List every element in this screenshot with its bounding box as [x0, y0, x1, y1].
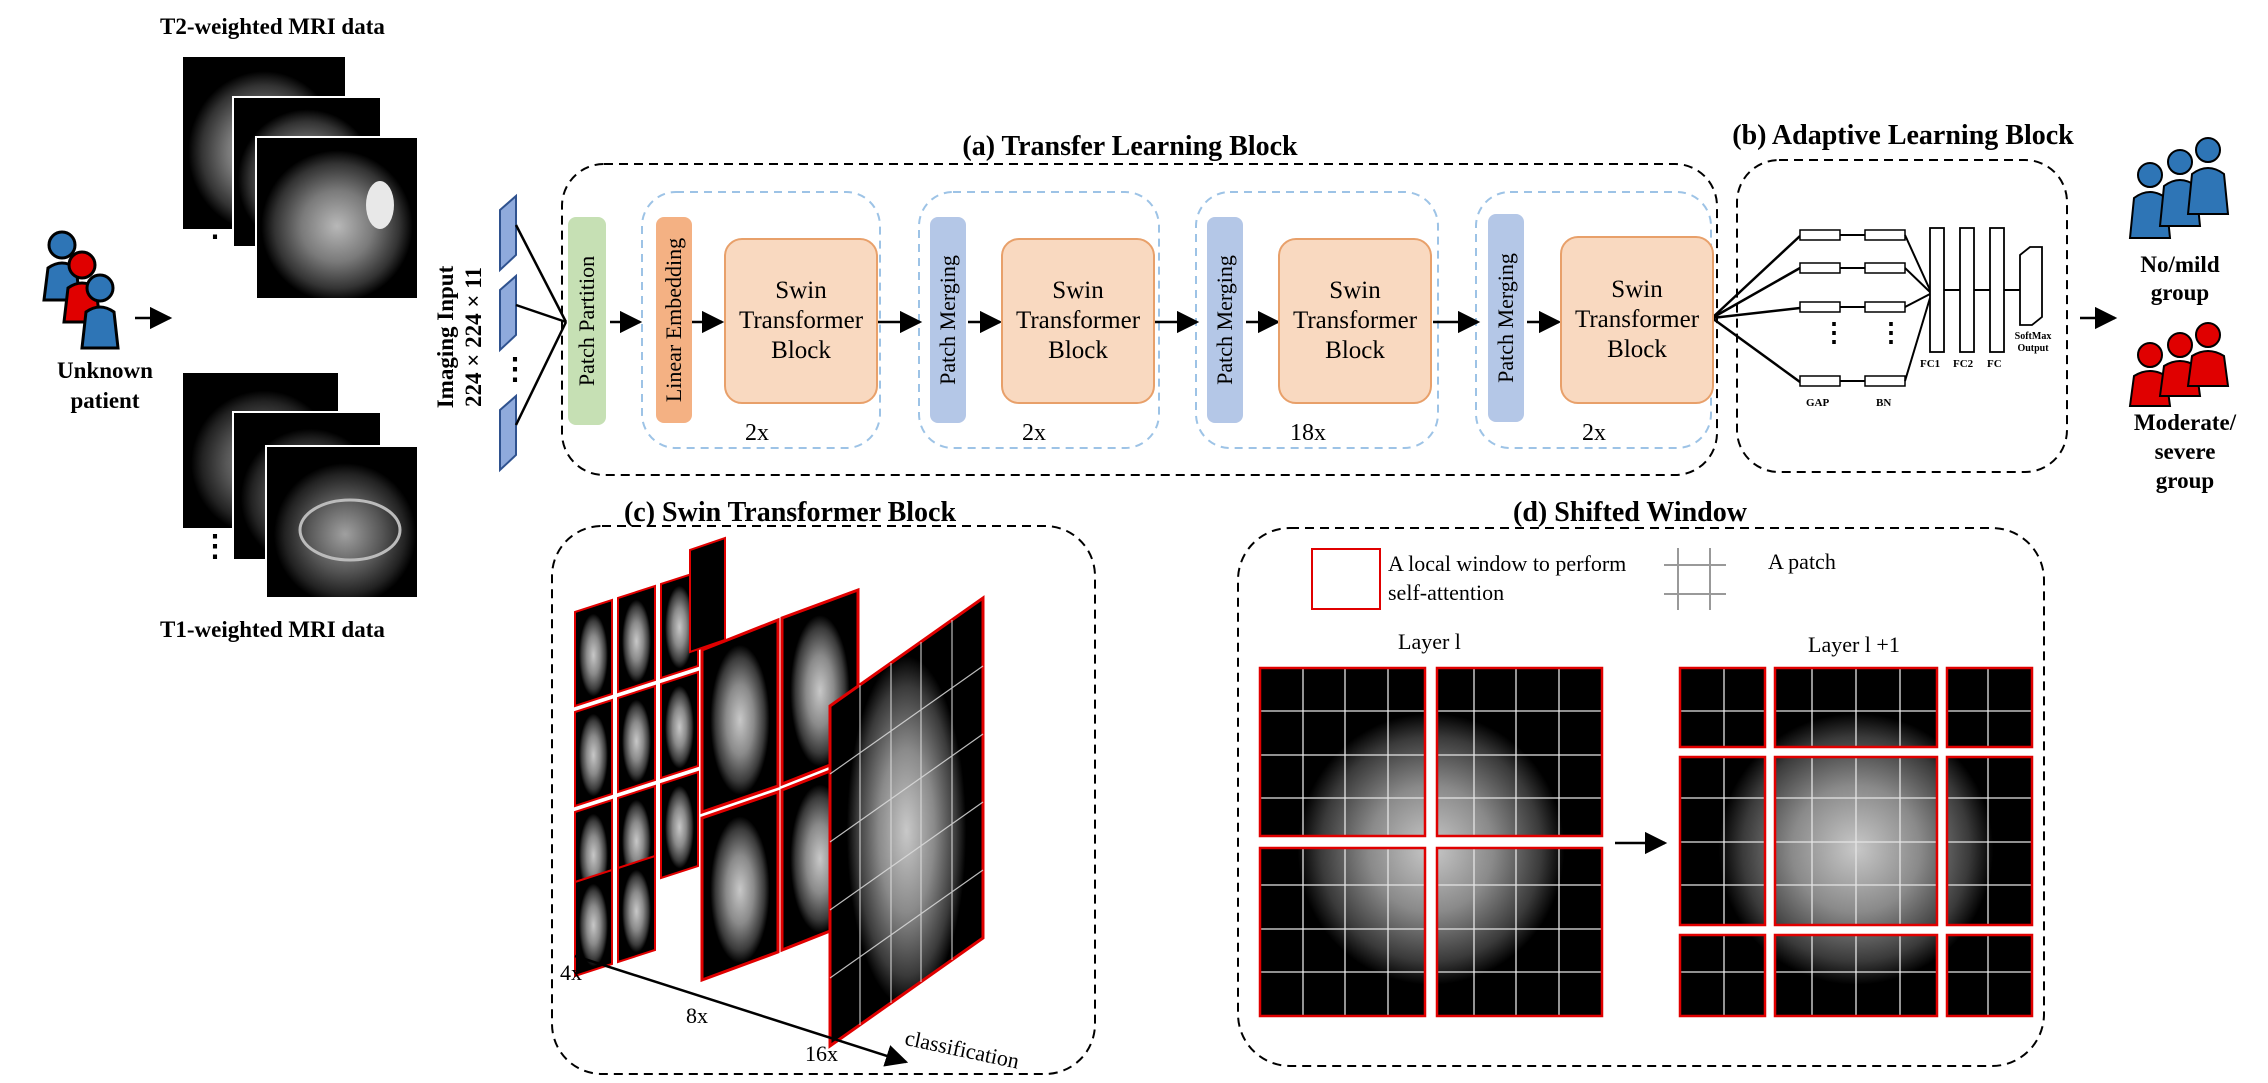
swin-3-l1: Swin — [1293, 276, 1417, 306]
layer-l-grid — [1260, 668, 1602, 1016]
patch-merging-box-2: Patch Merging — [1207, 217, 1243, 423]
layer-l1-label: Layer l +1 — [1808, 632, 1900, 657]
no-mild-label-1: No/mild — [2120, 252, 2240, 278]
patient-label-1: Unknown — [45, 358, 165, 384]
input-slices — [500, 196, 516, 470]
patch-merging-label-3: Patch Merging — [1493, 253, 1519, 383]
adaptive-block-title: (b) Adaptive Learning Block — [1703, 120, 2103, 152]
softmax-label: SoftMax Output — [2008, 331, 2058, 355]
adaptive-block-frame — [1737, 160, 2067, 472]
bn-label: BN — [1876, 397, 1891, 410]
swin-2-l1: Swin — [1016, 276, 1140, 306]
gap-label: GAP — [1806, 397, 1829, 410]
gap-dots: ⋮ — [1821, 318, 1847, 348]
patch-merging-label-2: Patch Merging — [1212, 255, 1238, 385]
imaging-input-line2: 224 × 224 × 11 — [460, 192, 488, 482]
swin-1-l3: Block — [739, 336, 863, 366]
swin-3-l2: Transformer — [1293, 306, 1417, 336]
legend-window-line2: self-attention — [1388, 578, 1626, 607]
fc-label: FC — [1987, 358, 2002, 371]
swin-block-title: (c) Swin Transformer Block — [560, 497, 1020, 529]
swin-1-l1: Swin — [739, 276, 863, 306]
t1-dots: ⋮ — [200, 530, 230, 565]
repeat-stage-2: 2x — [1022, 420, 1046, 448]
repeat-stage-1: 2x — [745, 420, 769, 448]
swin-4-l3: Block — [1575, 335, 1699, 365]
legend-patch-swatch — [1664, 548, 1726, 610]
t1-label: T1-weighted MRI data — [160, 617, 385, 643]
repeat-stage-3: 18x — [1290, 420, 1326, 448]
swin-4-l1: Swin — [1575, 275, 1699, 305]
patch-partition-box: Patch Partition — [568, 217, 606, 425]
scale-4x: 4x — [560, 960, 582, 985]
layer-l1-grid — [1680, 668, 2032, 1016]
swin-3-l3: Block — [1293, 336, 1417, 366]
scale-8x: 8x — [686, 1003, 708, 1028]
repeat-stage-4: 2x — [1582, 420, 1606, 448]
swin-2-l3: Block — [1016, 336, 1140, 366]
adaptive-fan — [1712, 236, 1800, 382]
legend-window-line1: A local window to perform — [1388, 549, 1626, 578]
linear-embedding-label: Linear Embedding — [661, 238, 687, 402]
swin-2-l2: Transformer — [1016, 306, 1140, 336]
transfer-block-title: (a) Transfer Learning Block — [900, 131, 1360, 163]
imaging-input-label: Imaging Input 224 × 224 × 11 — [432, 192, 488, 482]
swin-1-l2: Transformer — [739, 306, 863, 336]
swin-4-l2: Transformer — [1575, 305, 1699, 335]
patch-merging-box-1: Patch Merging — [930, 217, 966, 423]
patient-label-2: patient — [45, 388, 165, 414]
softmax-line1: SoftMax — [2008, 331, 2058, 343]
linear-embedding-box: Linear Embedding — [656, 217, 692, 423]
unknown-patient-icon — [44, 232, 118, 348]
no-mild-group-icon — [2130, 138, 2228, 238]
legend-patch-text: A patch — [1768, 549, 1836, 574]
patch-merging-label-1: Patch Merging — [935, 255, 961, 385]
patch-partition-label: Patch Partition — [574, 256, 600, 386]
fc1-label: FC1 — [1920, 358, 1940, 371]
moderate-severe-group-icon — [2130, 323, 2228, 406]
fc2-label: FC2 — [1953, 358, 1973, 371]
imaging-input-line1: Imaging Input — [432, 192, 460, 482]
layer-l-label: Layer l — [1398, 629, 1461, 654]
patch-merging-box-3: Patch Merging — [1488, 214, 1524, 422]
t2-dots: ⋮ — [200, 210, 230, 245]
t2-label: T2-weighted MRI data — [160, 14, 385, 40]
softmax-line2: Output — [2008, 343, 2058, 355]
shifted-window-title: (d) Shifted Window — [1440, 497, 1820, 529]
moderate-label-2: severe — [2120, 439, 2250, 465]
legend-window-swatch — [1312, 549, 1380, 609]
moderate-label-1: Moderate/ — [2120, 410, 2250, 436]
no-mild-label-2: group — [2120, 280, 2240, 306]
bn-dots: ⋮ — [1878, 318, 1904, 348]
t2-mri-stack — [183, 57, 418, 299]
scale-16x: 16x — [805, 1041, 838, 1066]
legend-window-text: A local window to perform self-attention — [1388, 549, 1626, 607]
moderate-label-3: group — [2120, 468, 2250, 494]
slice-dots: ⋮ — [500, 353, 530, 388]
